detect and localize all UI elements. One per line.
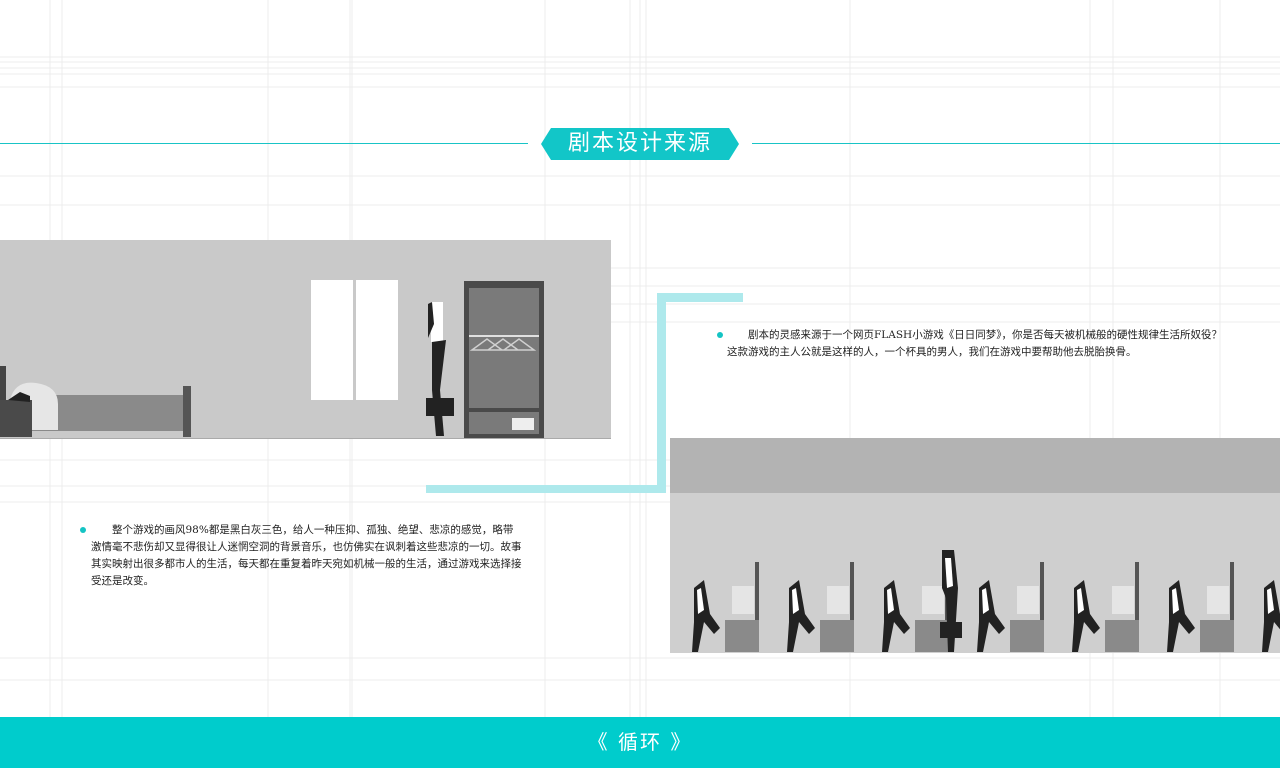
man-figure — [426, 302, 454, 436]
page-title: 剧本设计来源 — [541, 128, 739, 160]
art-style-paragraph: 整个游戏的画风98%都是黑白灰三色，给人一种压抑、孤独、绝望、悲凉的感觉，略带激… — [91, 524, 522, 587]
bullet-dot-art-style — [80, 527, 86, 533]
title-rule-right — [752, 143, 1280, 144]
window-right — [356, 280, 398, 400]
bedside-box — [0, 400, 32, 437]
room-scene-illustration — [0, 240, 611, 439]
workstation-row — [692, 562, 1280, 652]
office-wall — [670, 438, 1280, 493]
wardrobe — [464, 281, 544, 438]
title-rule-left — [0, 143, 528, 144]
office-scene-illustration — [670, 438, 1280, 653]
footer-banner: 《 循环 》 — [0, 717, 1280, 768]
standing-man-figure — [940, 550, 962, 652]
inspiration-paragraph: 剧本的灵感来源于一个网页FLASH小游戏《日日同梦》，你是否每天被机械般的硬性规… — [727, 329, 1222, 358]
bed-footboard — [183, 386, 191, 437]
connector-vertical — [657, 293, 666, 493]
connector-bottom — [426, 485, 666, 493]
connector-top — [657, 293, 743, 302]
window-left — [311, 280, 353, 400]
bedside-lamp — [8, 392, 30, 402]
bullet-dot-inspiration — [717, 332, 723, 338]
